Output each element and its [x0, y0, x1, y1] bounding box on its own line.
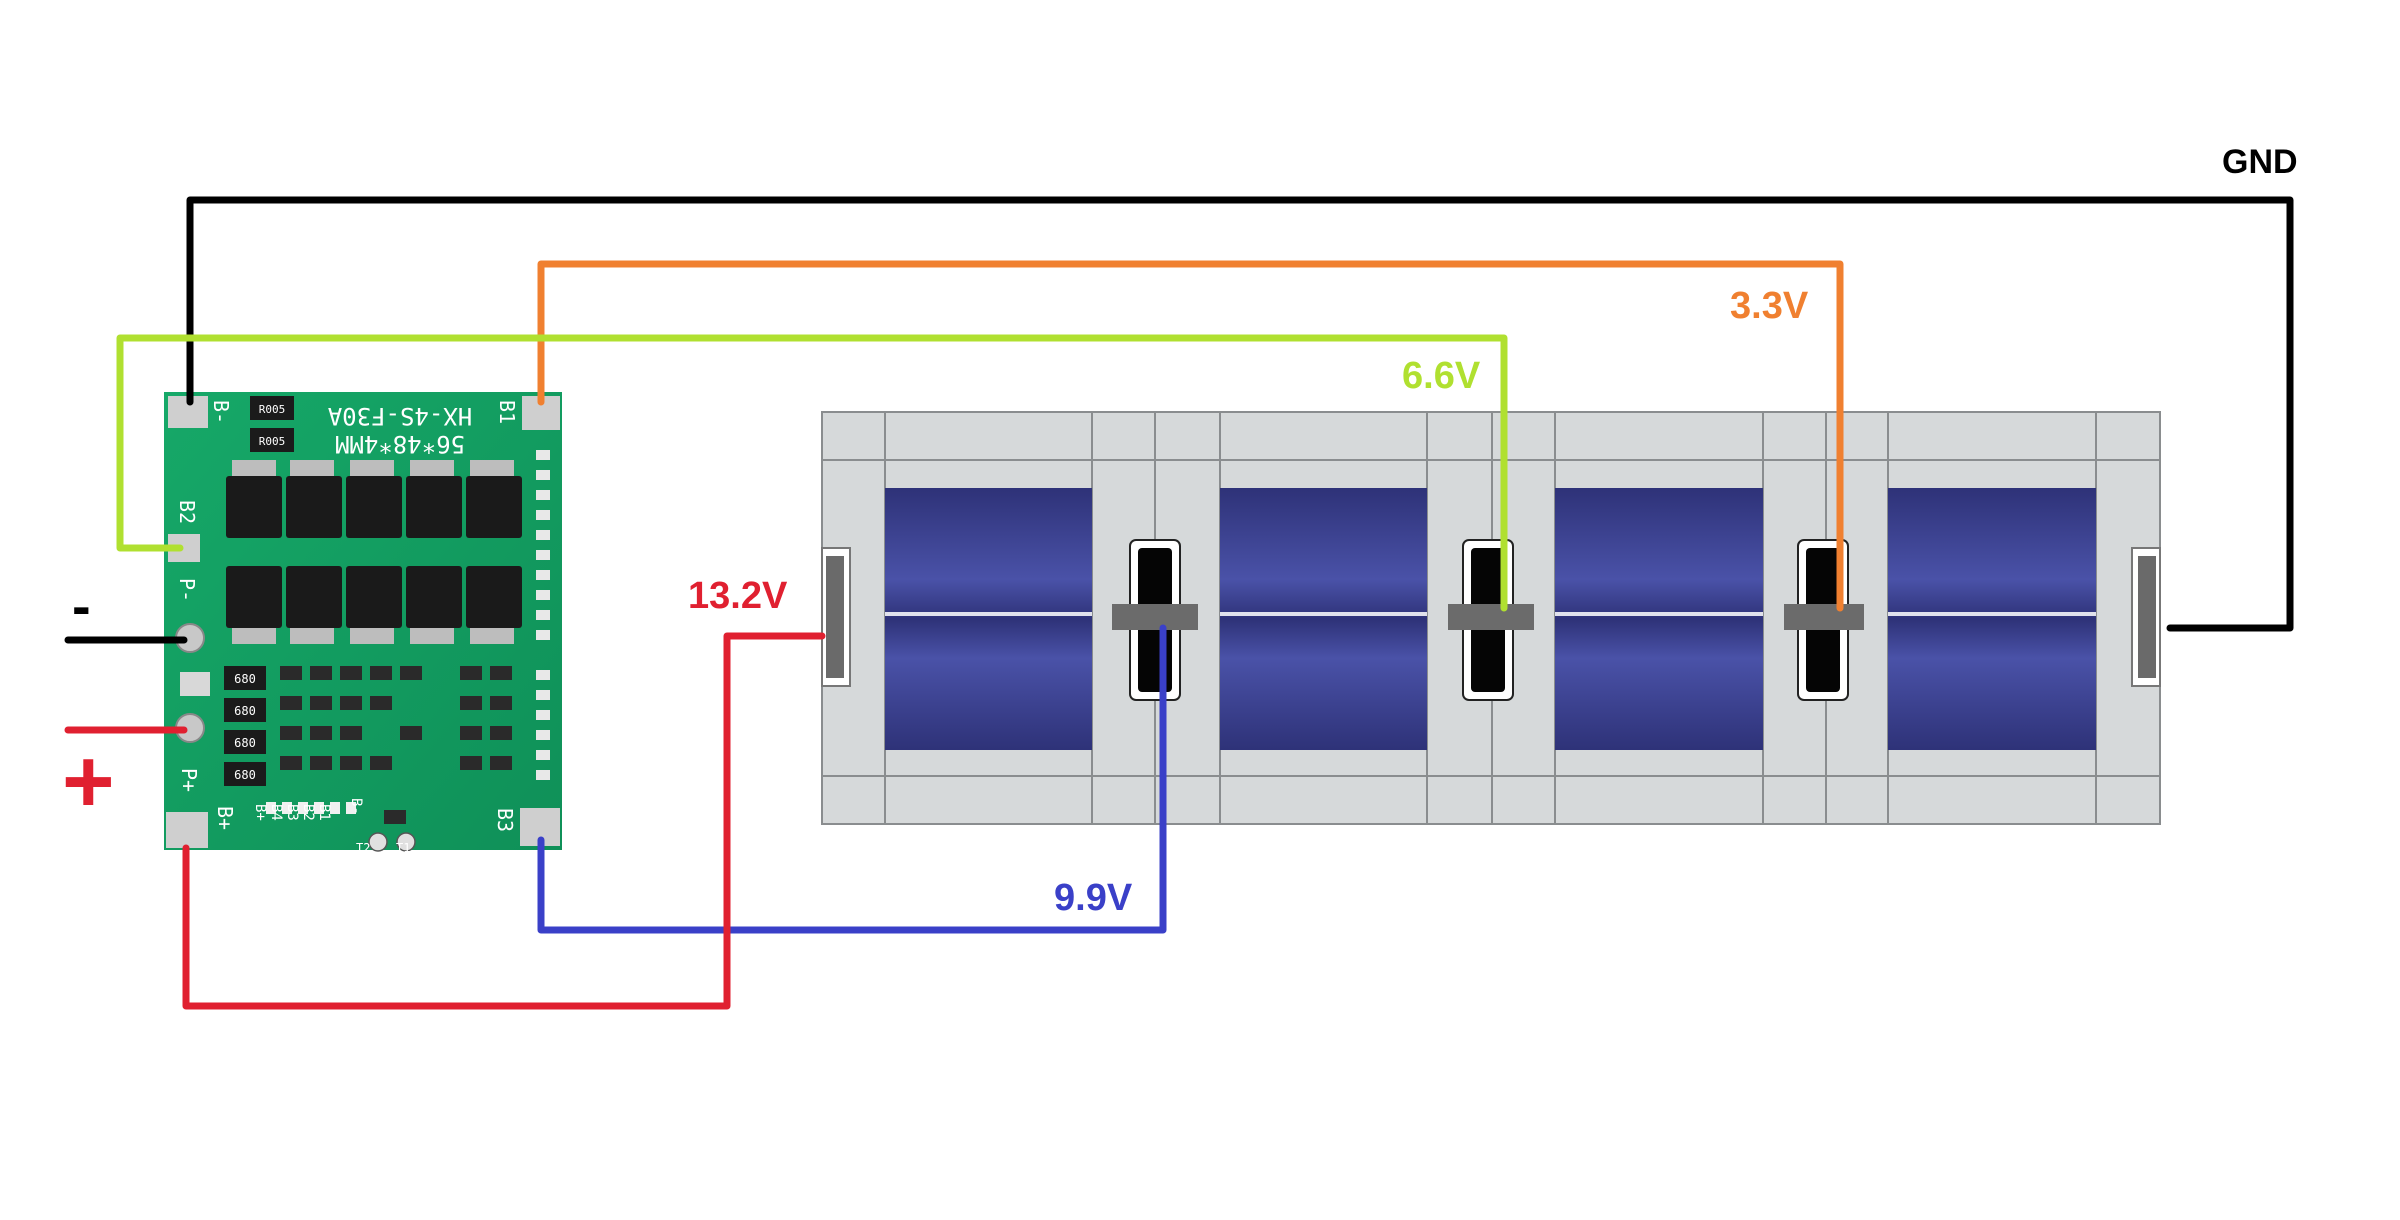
voltage-label-13v2: 13.2V: [688, 575, 788, 617]
silk-t2: T2: [356, 841, 370, 855]
shunt-2: 680: [224, 698, 266, 722]
battery-holder: [821, 411, 2161, 825]
connector-3-4: [1784, 539, 1864, 701]
resistor-top: R005: [250, 396, 294, 420]
silk-b-minus: B-: [209, 400, 233, 424]
bms-board: R005 R005 680 680 680 680 56*48*4MM HX-4…: [164, 392, 562, 855]
resistor-bottom: R005: [250, 428, 294, 452]
silk-t1: T1: [396, 841, 410, 855]
svg-text:R005: R005: [259, 403, 286, 416]
svg-text:B-: B-: [348, 798, 364, 815]
svg-text:680: 680: [234, 704, 256, 718]
board-model-label: HX-4S-F30A: [327, 402, 472, 430]
shunt-1: 680: [224, 666, 266, 690]
holder-negative-terminal: [821, 547, 851, 687]
b1-wire: [537, 260, 1844, 612]
b3-wire: [537, 624, 1167, 934]
silk-b1: B1: [495, 400, 519, 424]
svg-text:R005: R005: [259, 435, 286, 448]
svg-text:B1: B1: [316, 804, 332, 821]
silk-b-plus: B+: [213, 806, 237, 830]
svg-text:680: 680: [234, 672, 256, 686]
cell-1: [885, 488, 1092, 750]
cell-2: [1220, 488, 1427, 750]
shunt-4: 680: [224, 762, 266, 786]
pad-b-plus: [166, 812, 208, 848]
svg-text:B4: B4: [268, 804, 284, 821]
b2-wire: [116, 334, 1508, 612]
cell-3: [1555, 488, 1763, 750]
mosfet-row-top: [226, 460, 522, 538]
holder-positive-terminal: [2131, 547, 2161, 687]
svg-text:680: 680: [234, 736, 256, 750]
voltage-label-6v6: 6.6V: [1402, 355, 1481, 397]
silk-b2: B2: [175, 500, 199, 524]
cell-4: [1888, 488, 2096, 750]
board-size-label: 56*48*4MM: [335, 430, 465, 458]
bottom-header-labels: B+ B4 B3 B2 B1 B-: [252, 798, 364, 821]
silk-b3: B3: [493, 808, 517, 832]
silk-p-plus: P+: [177, 768, 201, 792]
svg-text:B2: B2: [300, 804, 316, 821]
svg-text:680: 680: [234, 768, 256, 782]
positive-output-sign: +: [62, 732, 115, 832]
shunt-3: 680: [224, 730, 266, 754]
voltage-label-3v3: 3.3V: [1730, 285, 1809, 327]
silk-p-minus: P-: [175, 578, 199, 602]
negative-output-sign: -: [72, 574, 91, 637]
mosfet-row-bottom: [226, 566, 522, 644]
bplus-wire: [182, 632, 826, 1010]
svg-text:B3: B3: [284, 804, 300, 821]
svg-text:B+: B+: [252, 804, 268, 821]
gnd-label: GND: [2222, 143, 2298, 181]
gnd-wire: [186, 196, 2294, 632]
voltage-label-9v9: 9.9V: [1054, 877, 1133, 919]
